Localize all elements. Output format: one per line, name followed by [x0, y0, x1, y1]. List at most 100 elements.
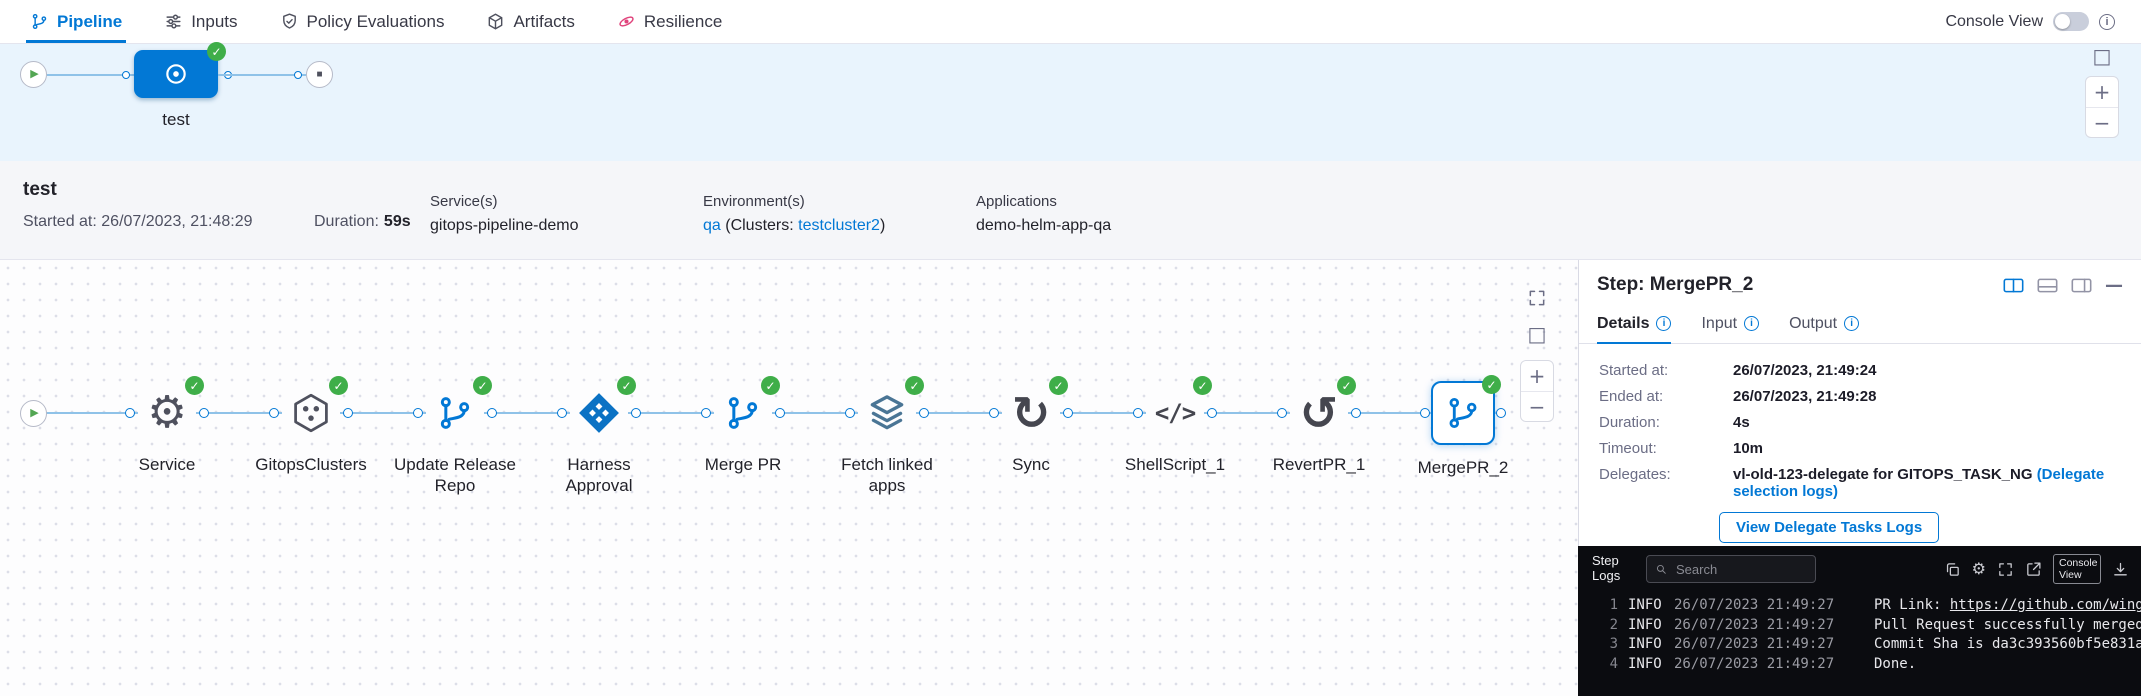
environment-link[interactable]: qa	[703, 217, 721, 234]
search-icon	[1656, 564, 1666, 574]
success-check-icon: ✓	[761, 376, 780, 395]
tab-label: Pipeline	[57, 11, 123, 31]
zoom-in-button[interactable]: +	[1528, 364, 1546, 388]
tab-label: Artifacts	[513, 11, 575, 31]
step-harness-approval: ✓ Harness Approval	[527, 376, 671, 497]
log-message: Pull Request successfully merged	[1874, 616, 2141, 633]
step-node-fetch-linked-apps[interactable]: ✓	[858, 376, 924, 442]
console-title: Step Logs	[1592, 553, 1621, 584]
approval-diamond-icon	[579, 393, 619, 433]
settings-gear-icon[interactable]: ⚙	[1971, 559, 1986, 579]
log-timestamp: 26/07/2023 21:49:27	[1674, 597, 1835, 614]
detail-label: Timeout:	[1599, 440, 1657, 457]
zoom-out-button[interactable]: −	[1521, 391, 1553, 421]
step-label: Harness Approval	[565, 455, 633, 496]
success-check-icon: ✓	[905, 376, 924, 395]
step-node-gitopsclusters[interactable]: ✓	[282, 376, 348, 442]
log-timestamp: 26/07/2023 21:49:27	[1674, 655, 1835, 672]
pr-link[interactable]: https://github.com/wings-softw	[1949, 597, 2141, 614]
detail-value: vl-old-123-delegate for GITOPS_TASK_NG (…	[1733, 466, 2123, 500]
copy-icon[interactable]	[1944, 561, 1961, 578]
step-panel-tabs: Details Input Output	[1579, 304, 2141, 344]
service-link[interactable]: gitops-pipeline-demo	[430, 217, 579, 234]
stage-node-test[interactable]: ✓	[134, 42, 226, 98]
log-search-input[interactable]	[1674, 560, 1807, 578]
success-check-icon: ✓	[1049, 376, 1068, 395]
pipeline-icon	[32, 13, 47, 30]
open-external-icon[interactable]	[2025, 561, 2042, 578]
zoom-out-button[interactable]: −	[2086, 107, 2118, 137]
log-message: Done.	[1874, 655, 1917, 672]
console-view-toggle[interactable]	[2053, 12, 2089, 31]
cluster-link[interactable]: testcluster2	[798, 217, 880, 234]
tab-output[interactable]: Output	[1789, 304, 1860, 343]
application-value: demo-helm-app-qa	[976, 217, 1112, 234]
tab-policy-evaluations[interactable]: Policy Evaluations	[276, 0, 449, 43]
log-line-number: 3	[1609, 636, 1618, 653]
delegate-selection-logs-link[interactable]: (Delegate selection logs)	[1733, 466, 2105, 500]
console-view-control: Console View	[1945, 12, 2115, 31]
split-view-icon[interactable]	[2003, 277, 2024, 294]
fullscreen-icon[interactable]	[1997, 561, 2014, 578]
step-label: ShellScript_1	[1124, 455, 1226, 474]
duration-text: Duration:59s	[314, 213, 411, 231]
minimize-icon[interactable]: —	[2105, 274, 2123, 296]
applications-label: Applications	[976, 193, 1057, 210]
step-node-service[interactable]: ⚙ ✓	[138, 376, 204, 442]
stop-icon: ■	[316, 68, 323, 80]
console-view-chip[interactable]: Console View	[2053, 554, 2101, 585]
detail-value: 10m	[1733, 440, 1764, 457]
zoom-in-button[interactable]: +	[2093, 80, 2111, 104]
success-check-icon: ✓	[473, 376, 492, 395]
step-node-shellscript[interactable]: </> ✓	[1146, 376, 1212, 442]
success-check-icon: ✓	[329, 376, 348, 395]
step-node-sync[interactable]: ↻ ✓	[1002, 376, 1068, 442]
reset-canvas-icon[interactable]: □	[1527, 322, 1547, 346]
tab-artifacts[interactable]: Artifacts	[482, 0, 578, 43]
tab-pipeline[interactable]: Pipeline	[26, 0, 127, 43]
tab-inputs[interactable]: Inputs	[160, 0, 241, 43]
step-label: Service	[138, 455, 196, 474]
step-fetch-linked-apps: ✓ Fetch linked apps	[815, 376, 959, 497]
fullscreen-icon[interactable]	[1527, 288, 1547, 308]
tab-label: Resilience	[643, 11, 723, 31]
play-icon: ▶	[30, 407, 39, 419]
tab-label: Details	[1597, 314, 1650, 332]
stage-overview-canvas: ▶ ✓ test ■ □ + −	[0, 42, 2141, 161]
step-node-harness-approval[interactable]: ✓	[570, 376, 636, 442]
log-line: 2 INFO 26/07/2023 21:49:27 Pull Request …	[1578, 616, 2141, 636]
git-merge-icon	[728, 397, 758, 429]
detail-value: 26/07/2023, 21:49:28	[1733, 388, 1877, 405]
connector-line	[47, 74, 134, 76]
right-view-icon[interactable]	[2071, 277, 2092, 294]
console-view-label: Console View	[1945, 12, 2043, 30]
step-node-revertpr[interactable]: ↺ ✓	[1290, 376, 1356, 442]
panel-layout-controls: —	[2003, 275, 2123, 296]
environments-label: Environment(s)	[703, 193, 805, 210]
tab-resilience[interactable]: Resilience	[613, 0, 726, 43]
tab-label: Inputs	[191, 11, 238, 31]
tab-details[interactable]: Details	[1597, 304, 1672, 344]
step-label: Fetch linked apps	[841, 455, 933, 496]
environments-column: Environment(s) qa (Clusters: testcluster…	[703, 193, 885, 235]
tab-input[interactable]: Input	[1701, 304, 1760, 343]
step-revertpr: ↺ ✓ RevertPR_1	[1247, 376, 1391, 475]
bottom-view-icon[interactable]	[2037, 277, 2058, 294]
play-icon: ▶	[30, 68, 39, 80]
revert-icon: ↺	[1299, 386, 1339, 440]
step-label: Sync	[1012, 455, 1050, 474]
info-icon	[1844, 316, 1860, 331]
run-pipeline-button[interactable]: ▶	[20, 61, 47, 88]
step-label: MergePR_2	[1417, 458, 1509, 477]
download-icon[interactable]	[2112, 561, 2129, 578]
zoom-controls: + −	[2085, 76, 2119, 138]
step-panel-header: Step: MergePR_2 —	[1579, 260, 2141, 304]
step-node-mergepr-2-selected[interactable]: ✓	[1431, 375, 1501, 445]
reset-canvas-icon[interactable]: □	[2092, 44, 2112, 68]
connector-dot	[294, 70, 302, 79]
success-check-icon: ✓	[617, 376, 636, 395]
step-node-merge-pr[interactable]: ✓	[714, 376, 780, 442]
step-node-update-release-repo[interactable]: ✓	[426, 376, 492, 442]
view-delegate-tasks-logs-button[interactable]: View Delegate Tasks Logs	[1719, 512, 1940, 543]
stop-pipeline-button[interactable]: ■	[306, 61, 333, 88]
